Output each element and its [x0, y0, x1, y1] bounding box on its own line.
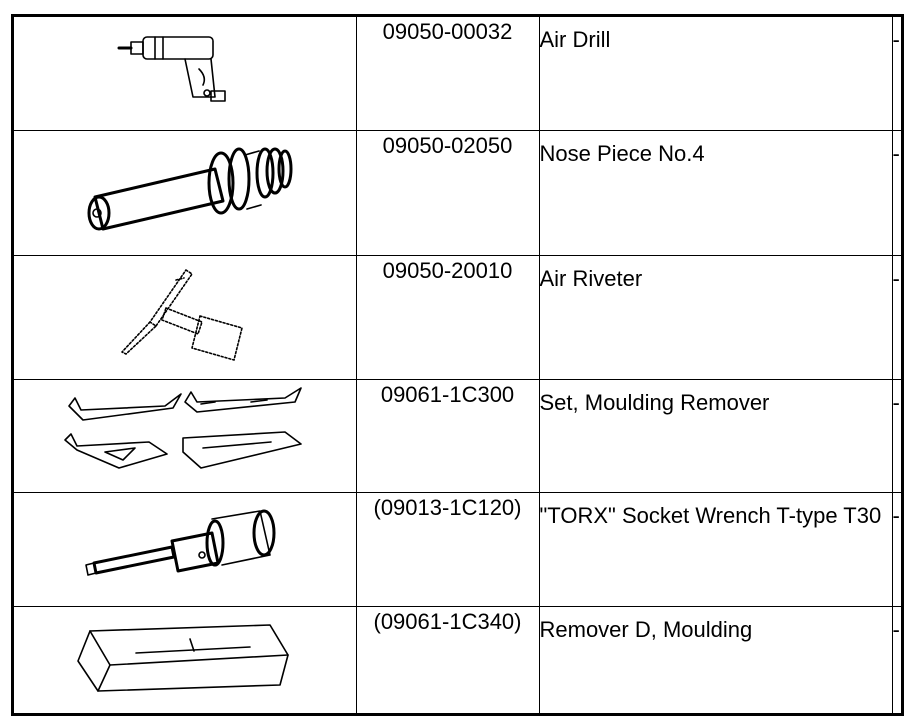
table-row: 09050-20010 Air Riveter -	[14, 254, 901, 380]
part-number-cell: 09050-02050	[355, 129, 540, 256]
nose-piece-icon	[87, 147, 293, 230]
part-number-cell: 09061-1C300	[355, 378, 540, 493]
note-cell: -	[891, 17, 901, 131]
note: -	[892, 616, 900, 642]
description-cell: Air Drill	[538, 17, 893, 131]
note-cell: -	[891, 254, 901, 380]
tool-description: Remover D, Moulding	[539, 616, 753, 642]
note: -	[892, 140, 900, 166]
torx-socket-wrench-icon	[84, 509, 276, 576]
table-row: (09013-1C120) "TORX" Socket Wrench T-typ…	[14, 491, 901, 607]
part-number-cell: 09050-20010	[355, 254, 540, 380]
part-number-cell: 09050-00032	[355, 17, 540, 131]
note-cell: -	[891, 491, 901, 607]
air-riveter-icon	[120, 268, 243, 361]
part-number: 09050-20010	[382, 257, 513, 283]
tool-illustration-cell	[14, 491, 357, 607]
description-cell: Air Riveter	[538, 254, 893, 380]
note-cell: -	[891, 378, 901, 493]
tool-description: Air Riveter	[539, 265, 643, 291]
tool-illustration-cell	[14, 17, 357, 131]
table-row: 09050-00032 Air Drill -	[14, 17, 901, 131]
note: -	[892, 389, 900, 415]
note: -	[892, 265, 900, 291]
note-cell: -	[891, 129, 901, 256]
tool-description: "TORX" Socket Wrench T-type T30	[539, 502, 882, 528]
part-number: (09013-1C120)	[373, 494, 522, 520]
tool-illustration-cell	[14, 129, 357, 256]
moulding-remover-set-icon	[63, 386, 302, 469]
tool-illustration-cell	[14, 378, 357, 493]
special-tools-table: 09050-00032 Air Drill -	[14, 17, 901, 713]
tool-illustration-cell	[14, 605, 357, 713]
tool-description: Set, Moulding Remover	[539, 389, 770, 415]
part-number-cell: (09013-1C120)	[355, 491, 540, 607]
tool-table-frame: 09050-00032 Air Drill -	[11, 14, 904, 716]
part-number: 09050-02050	[382, 132, 513, 158]
tool-illustration-cell	[14, 254, 357, 380]
moulding-remover-d-icon	[76, 623, 289, 692]
tool-description: Nose Piece No.4	[539, 140, 705, 166]
part-number: 09050-00032	[382, 19, 513, 44]
table-row: 09050-02050 Nose Piece No.4 -	[14, 129, 901, 256]
table-row: (09061-1C340) Remover D, Moulding -	[14, 605, 901, 713]
part-number: (09061-1C340)	[373, 608, 522, 634]
description-cell: Remover D, Moulding	[538, 605, 893, 713]
description-cell: Set, Moulding Remover	[538, 378, 893, 493]
note: -	[892, 27, 900, 52]
note: -	[892, 502, 900, 528]
part-number: 09061-1C300	[380, 381, 515, 407]
description-cell: "TORX" Socket Wrench T-type T30	[538, 491, 893, 607]
table-row: 09061-1C300 Set, Moulding Remover -	[14, 378, 901, 493]
air-drill-icon	[117, 36, 226, 102]
description-cell: Nose Piece No.4	[538, 129, 893, 256]
note-cell: -	[891, 605, 901, 713]
part-number-cell: (09061-1C340)	[355, 605, 540, 713]
tool-description: Air Drill	[539, 27, 611, 52]
